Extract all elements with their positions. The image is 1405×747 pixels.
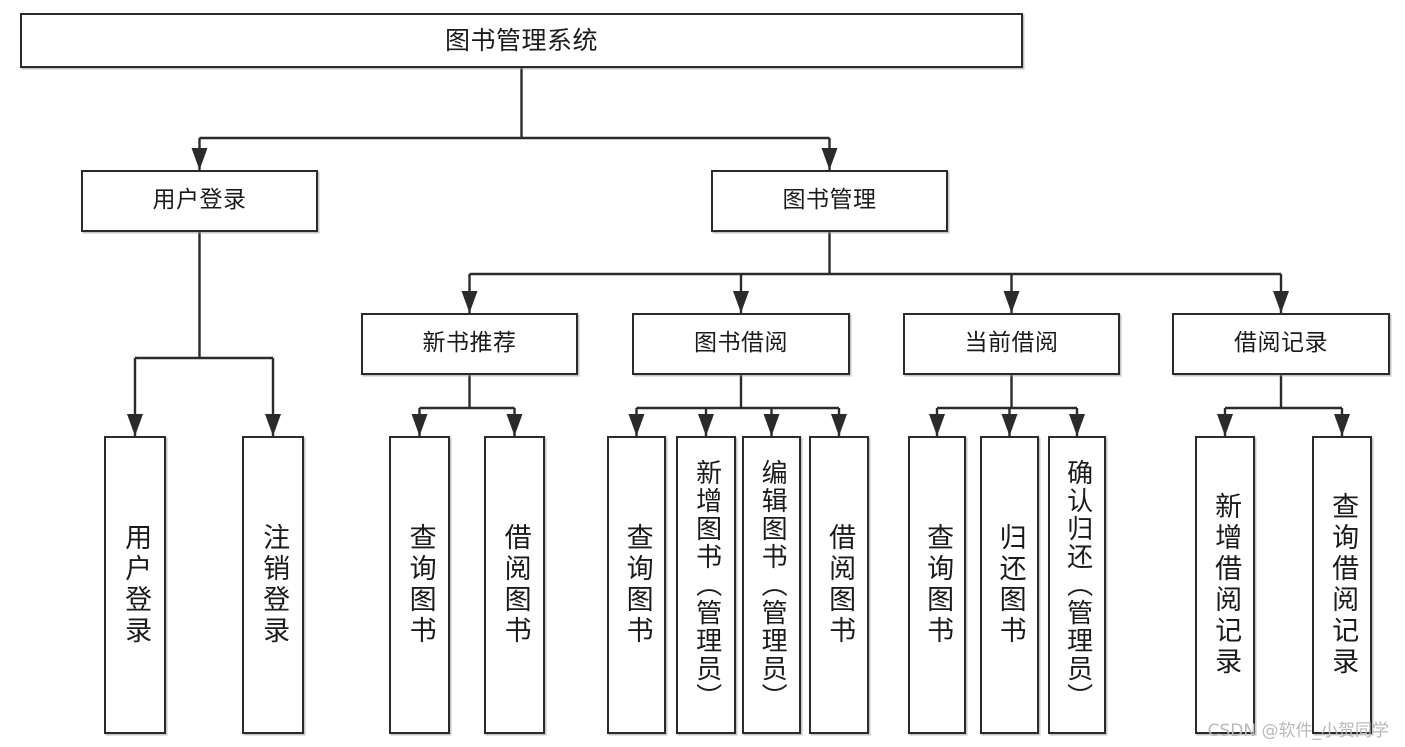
connector-arrowhead [831, 414, 847, 436]
connector-arrowhead [506, 414, 523, 436]
node-label-leaf-query-book-2: 查询图书 [621, 523, 653, 647]
connector-arrowhead [763, 414, 780, 436]
connector-arrowhead [733, 291, 749, 313]
node-label-leaf-add-book: 新增图书（管理员） [691, 459, 722, 711]
node-leaf-borrow-book-1[interactable]: 借阅图书 [484, 436, 545, 734]
node-leaf-query-record[interactable]: 查询借阅记录 [1312, 436, 1372, 734]
node-label-current-borrow: 当前借阅 [964, 330, 1059, 357]
node-label-book-manage: 图书管理 [782, 187, 877, 214]
node-leaf-add-book[interactable]: 新增图书（管理员） [676, 436, 736, 734]
node-user-login[interactable]: 用户登录 [81, 170, 318, 232]
node-label-leaf-borrow-book-2: 借阅图书 [824, 523, 856, 647]
node-leaf-user-login[interactable]: 用户登录 [104, 436, 166, 734]
watermark-text: CSDN @软件_小贺同学 [1207, 721, 1389, 741]
connector-arrowhead [461, 291, 478, 313]
connector-arrowhead [1217, 414, 1233, 436]
node-borrow-record[interactable]: 借阅记录 [1172, 313, 1390, 375]
connector-arrowhead [1069, 414, 1085, 436]
node-leaf-query-book-2[interactable]: 查询图书 [607, 436, 666, 734]
node-leaf-add-record[interactable]: 新增借阅记录 [1195, 436, 1255, 734]
node-label-leaf-query-book-1: 查询图书 [404, 523, 436, 647]
node-leaf-user-logout[interactable]: 注销登录 [242, 436, 304, 734]
node-label-borrow-record: 借阅记录 [1234, 330, 1328, 357]
node-label-user-login: 用户登录 [152, 187, 247, 214]
connector-arrowhead [1273, 291, 1289, 313]
node-book-manage[interactable]: 图书管理 [711, 170, 948, 232]
node-label-book-borrow: 图书借阅 [694, 330, 788, 357]
node-leaf-edit-book[interactable]: 编辑图书（管理员） [742, 436, 801, 734]
node-label-leaf-add-record: 新增借阅记录 [1210, 492, 1242, 678]
connector-arrowhead [698, 414, 714, 436]
node-label-leaf-query-record: 查询借阅记录 [1327, 492, 1359, 678]
connector-arrowhead [821, 148, 838, 170]
node-leaf-confirm-return[interactable]: 确认归还（管理员） [1048, 436, 1106, 734]
connector-arrowhead [628, 414, 645, 436]
node-book-borrow[interactable]: 图书借阅 [632, 313, 850, 375]
node-leaf-return-book[interactable]: 归还图书 [980, 436, 1039, 734]
node-label-leaf-confirm-return: 确认归还（管理员） [1062, 459, 1093, 711]
node-label-leaf-query-book-3: 查询图书 [922, 523, 954, 647]
node-leaf-query-book-1[interactable]: 查询图书 [389, 436, 450, 734]
connector-arrowhead [127, 414, 143, 436]
connector-arrowhead [1003, 291, 1020, 313]
node-label-leaf-borrow-book-1: 借阅图书 [499, 523, 531, 647]
node-leaf-borrow-book-2[interactable]: 借阅图书 [809, 436, 869, 734]
connector-arrowhead [411, 414, 428, 436]
connector-arrowhead [929, 414, 945, 436]
node-leaf-query-book-3[interactable]: 查询图书 [908, 436, 966, 734]
node-label-leaf-edit-book: 编辑图书（管理员） [757, 459, 788, 711]
node-label-leaf-user-login: 用户登录 [120, 523, 152, 647]
node-current-borrow[interactable]: 当前借阅 [903, 313, 1120, 375]
node-label-leaf-return-book: 归还图书 [994, 523, 1026, 647]
connector-arrowhead [191, 148, 208, 170]
node-root[interactable]: 图书管理系统 [20, 13, 1023, 68]
node-label-root: 图书管理系统 [444, 25, 598, 55]
connector-arrowhead [265, 414, 281, 436]
connector-arrowhead [1334, 414, 1350, 436]
node-new-book-rec[interactable]: 新书推荐 [361, 313, 578, 375]
node-label-leaf-user-logout: 注销登录 [258, 523, 290, 647]
node-label-new-book-rec: 新书推荐 [422, 330, 517, 357]
connector-arrowhead [1001, 414, 1018, 436]
